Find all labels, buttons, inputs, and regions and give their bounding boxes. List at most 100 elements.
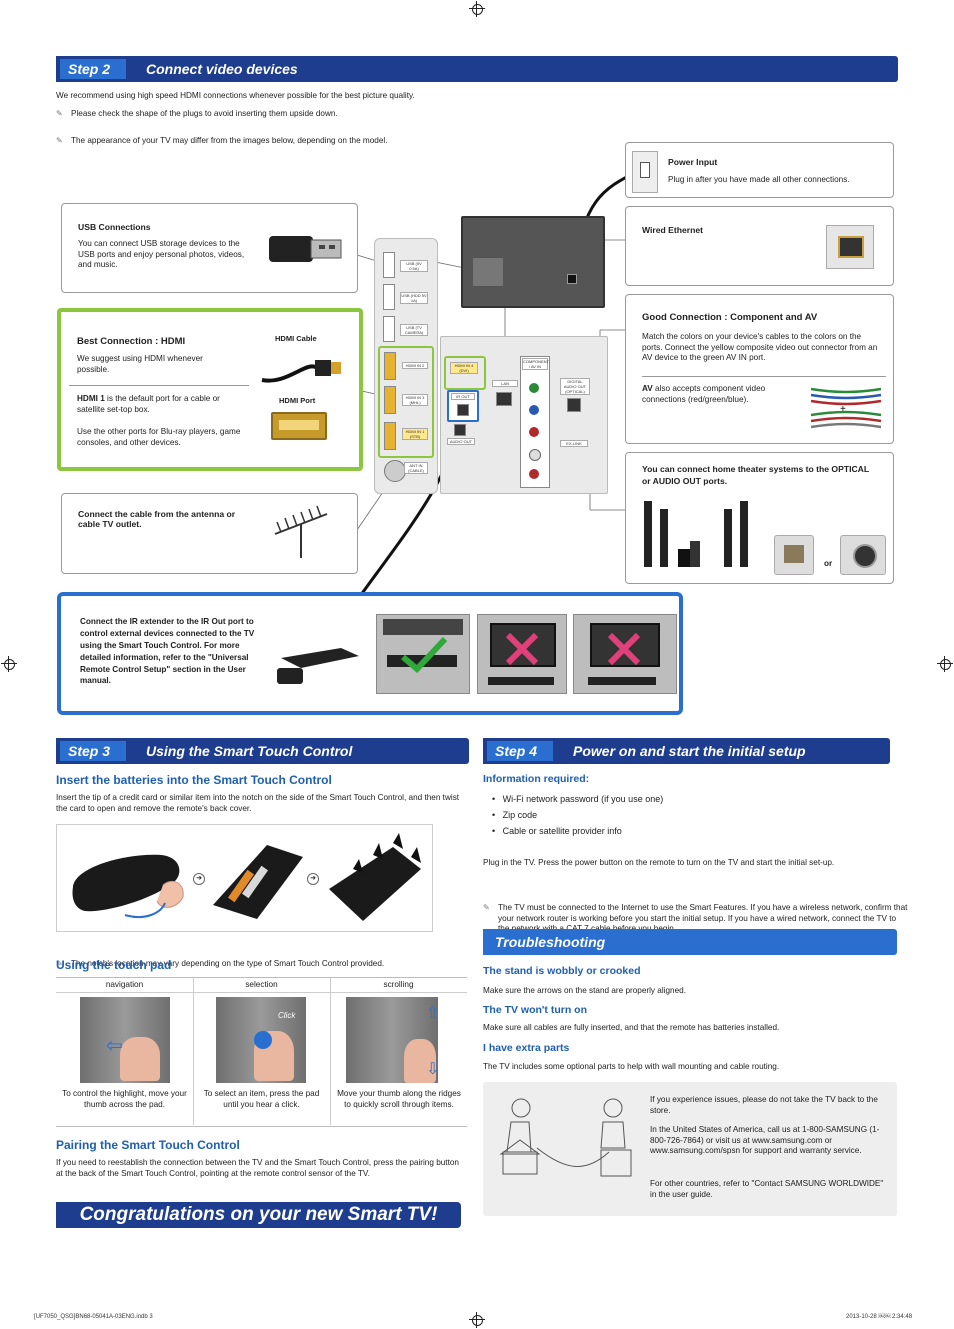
hdmi-cable-label: HDMI Cable <box>275 334 317 343</box>
ir-out-label: IR OUT <box>451 393 475 400</box>
touchpad-table-frame <box>56 977 467 1127</box>
audio-out-port-icon <box>840 535 886 575</box>
notch-note: ✎The notch's location may vary depending… <box>56 959 385 969</box>
arrow-left-icon: ⇦ <box>106 1035 123 1057</box>
component-jack-blue[interactable] <box>529 405 539 415</box>
trouble-a2: Make sure all cables are fully inserted,… <box>483 1023 780 1032</box>
info-item: • Wi-Fi network password (if you use one… <box>492 794 664 804</box>
congratulations-banner: Congratulations on your new Smart TV! <box>56 1202 461 1228</box>
usb-port-2[interactable] <box>383 284 395 310</box>
home-theater-speakers-icon <box>644 501 748 567</box>
antenna-text: Connect the cable from the antenna or ca… <box>78 509 236 529</box>
touchpad-title: Using the touch pad <box>56 958 172 972</box>
hdmi-text1: We suggest using HDMI whenever possible. <box>77 354 203 374</box>
component-av-port-group: COMPONENT / AV IN <box>520 356 550 488</box>
footer-right: 2013-10-28 ￼￼ 2:34:48 <box>846 1314 913 1320</box>
component-text: Match the colors on your device's cables… <box>642 332 878 363</box>
arrow-up-icon: ⇧ <box>426 1005 440 1022</box>
hdmi-divider <box>69 385 249 386</box>
registration-mark-bottom <box>469 1312 485 1328</box>
ex-link-label: EX-LINK <box>560 440 588 447</box>
customer-support-illustration <box>499 1098 632 1177</box>
usb-connections-box: USB Connections You can connect USB stor… <box>61 203 358 293</box>
step2-note2: ✎The appearance of your TV may differ fr… <box>56 135 388 145</box>
wired-ethernet-box: Wired Ethernet <box>625 206 894 286</box>
thumb-icon <box>404 1039 436 1083</box>
step2-title: Connect video devices <box>146 61 298 77</box>
home-theater-text: You can connect home theater systems to … <box>642 464 869 487</box>
tv-connection-area <box>473 258 503 286</box>
step4-title: Power on and start the initial setup <box>573 743 806 759</box>
registration-mark-top <box>469 1 485 17</box>
antenna-port[interactable] <box>384 460 406 482</box>
usb-port-3[interactable] <box>383 316 395 342</box>
touchpad-col-divider <box>193 977 194 1125</box>
hdmi-connection-box: Best Connection : HDMI We suggest using … <box>57 308 363 471</box>
remote-open-step-icon <box>72 854 184 919</box>
component-jack-green[interactable] <box>529 383 539 393</box>
touchpad-header-selection: selection <box>245 980 278 989</box>
step3-label: Step 3 <box>60 741 126 761</box>
hdmi-text2: HDMI 1 is the default port for a cable o… <box>77 394 220 414</box>
info-required-title: Information required: <box>483 773 590 785</box>
pencil-icon: ✎ <box>483 902 490 912</box>
audio-jack-white[interactable] <box>529 449 541 461</box>
registration-mark-left <box>1 656 17 672</box>
hdmi-port-1[interactable] <box>384 422 396 450</box>
usb-port-2-label: USB (HDD 5V 1A) <box>400 292 428 304</box>
antenna-icon <box>274 505 328 558</box>
audio-out-label: AUDIO OUT <box>447 438 475 445</box>
hdmi-title: Best Connection : HDMI <box>77 336 186 347</box>
batteries-title: Insert the batteries into the Smart Touc… <box>56 773 332 787</box>
tv-back-panel <box>461 216 605 308</box>
ethernet-port-icon <box>826 225 874 269</box>
footer-left: [UF7050_QSG]BN68-05041A-03ENG.indb 3 <box>34 1314 153 1320</box>
hdmi-text3: Use the other ports for Blu-ray players,… <box>77 427 241 447</box>
usb-port-3-label: USB (TV CAMERA) <box>400 324 428 336</box>
ir-extender-box: Connect the IR extender to the IR Out po… <box>57 592 683 715</box>
troubleshooting-title: Troubleshooting <box>495 934 606 950</box>
optical-port[interactable] <box>567 398 581 412</box>
component-jack-red[interactable] <box>529 427 539 437</box>
hdmi-port-2-label: HDMI IN 2 <box>402 362 428 369</box>
thumb-icon <box>120 1037 160 1081</box>
step3-header: Step 3 Using the Smart Touch Control <box>56 738 469 764</box>
touchpad-header-rule <box>56 992 467 993</box>
ir-placement-wrong-2 <box>573 614 677 694</box>
usb-port-1-label: USB (5V 0.5A) <box>400 260 428 272</box>
usb-port-1[interactable] <box>383 252 395 278</box>
pairing-title: Pairing the Smart Touch Control <box>56 1138 240 1152</box>
pencil-icon: ✎ <box>56 959 63 969</box>
audio-out-port[interactable] <box>454 424 466 436</box>
batteries-text: Insert the tip of a credit card or simil… <box>56 793 460 813</box>
support-box: If you experience issues, please do not … <box>483 1082 897 1216</box>
cross-icon <box>505 632 539 666</box>
touchpad-caption-navigation: To control the highlight, move your thum… <box>62 1089 187 1109</box>
component-title: Good Connection : Component and AV <box>642 312 818 323</box>
ir-placement-wrong-1 <box>477 614 567 694</box>
touchpad-col-divider <box>330 977 331 1125</box>
ir-out-port-group: IR OUT <box>447 390 479 422</box>
hdmi-port-4-label: HDMI IN 4 (DVI) <box>450 362 478 374</box>
component-av-box: Good Connection : Component and AV Match… <box>625 294 894 444</box>
step2-intro: We recommend using high speed HDMI conne… <box>56 91 415 100</box>
plugin-note: ✎The TV must be connected to the Interne… <box>483 902 908 933</box>
ir-out-port[interactable] <box>457 404 469 416</box>
or-label: or <box>824 559 833 568</box>
svg-text:+: + <box>840 404 846 415</box>
lan-port[interactable] <box>496 392 512 406</box>
ir-placement-correct <box>376 614 470 694</box>
pencil-icon: ✎ <box>56 109 63 118</box>
component-cable-icon: + <box>810 387 882 429</box>
remote-battery-step-icon <box>213 845 303 919</box>
touchpad-header-scrolling: scrolling <box>383 980 414 989</box>
hdmi-port-2[interactable] <box>384 352 396 380</box>
audio-jack-red[interactable] <box>529 469 539 479</box>
battery-illustration: ➜ ➜ <box>56 824 433 932</box>
touchpad-header-navigation: navigation <box>105 980 144 989</box>
lan-label: LAN <box>492 380 518 387</box>
hdmi-port-label: HDMI Port <box>279 396 316 405</box>
hdmi-port-3[interactable] <box>384 386 396 414</box>
home-theater-box: You can connect home theater systems to … <box>625 452 894 584</box>
touchpad-navigation-image: ⇦ <box>80 997 170 1083</box>
